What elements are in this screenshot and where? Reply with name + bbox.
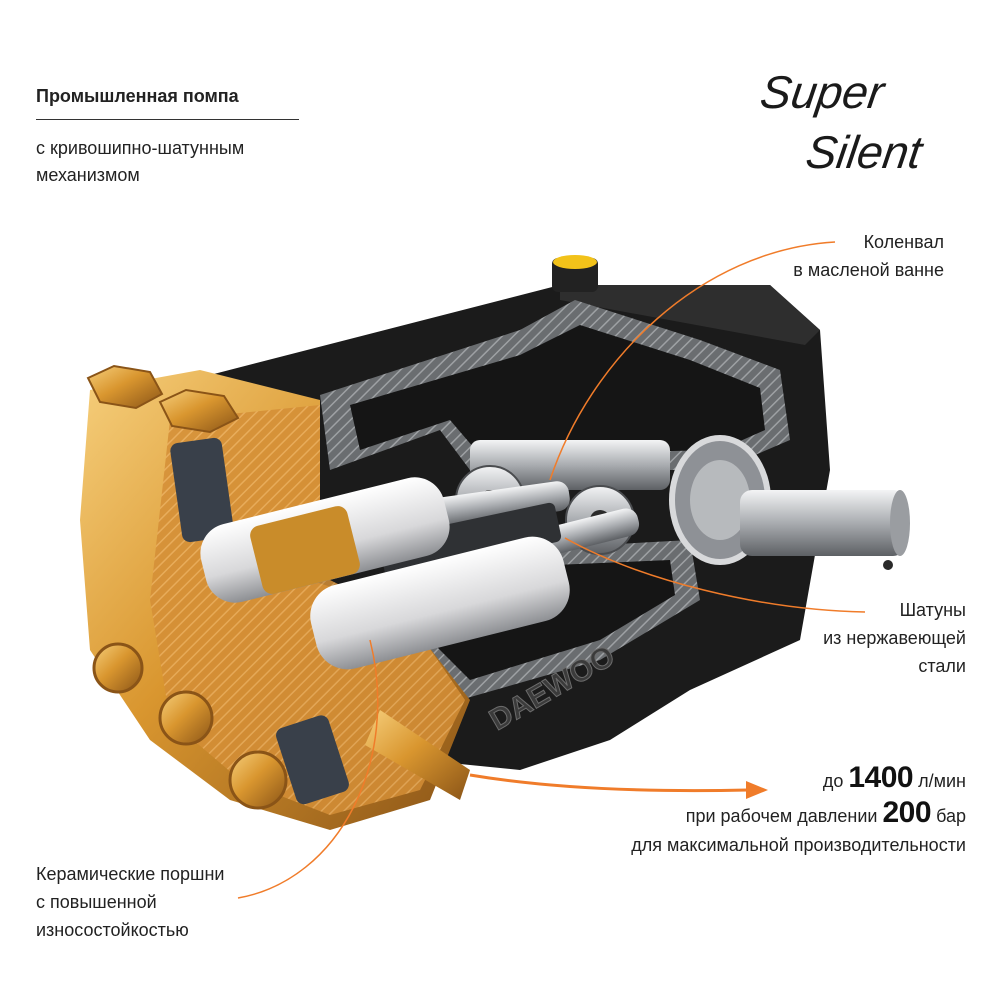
rods-callout-line bbox=[564, 537, 866, 613]
title-divider bbox=[36, 119, 299, 120]
callout-rods: Шатуны из нержавеющей стали bbox=[823, 596, 966, 680]
spec-pressure: при рабочем давлении 200 бар bbox=[631, 797, 966, 832]
plug-3 bbox=[228, 750, 288, 810]
piston-seal bbox=[250, 506, 360, 594]
outlet-nozzle bbox=[365, 710, 470, 800]
spec-pressure-unit: бар bbox=[936, 806, 966, 826]
oil-cap-indicator bbox=[553, 255, 597, 269]
callout-crankshaft: Коленвал в масленой ванне bbox=[793, 228, 944, 284]
page-subtitle: с кривошипно-шатунным механизмом bbox=[36, 135, 336, 189]
flow-arrow bbox=[469, 773, 768, 799]
callout-rods-line-1: Шатуны bbox=[899, 600, 966, 620]
plug-1 bbox=[92, 642, 144, 694]
super-silent-logo: Super Silent bbox=[758, 66, 927, 178]
callout-pistons-line-1: Керамические поршни bbox=[36, 864, 225, 884]
subtitle-line-2: механизмом bbox=[36, 165, 140, 185]
subtitle-line-1: с кривошипно-шатунным bbox=[36, 138, 245, 158]
pistons-callout-line bbox=[237, 639, 379, 899]
specs-block: до 1400 л/мин при рабочем давлении 200 б… bbox=[631, 762, 966, 858]
top-fitting-2 bbox=[158, 388, 240, 434]
brass-manifold bbox=[80, 364, 470, 830]
ceramic-pistons bbox=[200, 477, 570, 670]
top-fitting-1 bbox=[86, 364, 164, 410]
output-shaft bbox=[740, 490, 905, 556]
valve-bottom bbox=[276, 715, 349, 805]
spec-purpose: для максимальной производительности bbox=[631, 835, 966, 855]
spec-flow-value: 1400 bbox=[848, 761, 914, 794]
flow-arrow-head bbox=[746, 781, 768, 799]
spec-pressure-value: 200 bbox=[882, 796, 932, 829]
callout-rods-line-3: стали bbox=[918, 656, 966, 676]
crankshaft-callout-line bbox=[549, 241, 836, 481]
plug-2 bbox=[158, 690, 214, 746]
callout-pistons-line-2: с повышенной bbox=[36, 892, 157, 912]
spec-flow-prefix: до bbox=[822, 771, 844, 791]
super-silent-line-2: Silent bbox=[803, 126, 927, 178]
crankcase-cutaway bbox=[320, 300, 790, 700]
super-silent-line-1: Super bbox=[758, 66, 889, 118]
callout-crankshaft-line-2: в масленой ванне bbox=[793, 260, 944, 280]
callout-pistons: Керамические поршни с повышенной износос… bbox=[36, 860, 224, 944]
page-title: Промышленная помпа bbox=[36, 86, 239, 106]
callout-crankshaft-line-1: Коленвал bbox=[863, 232, 944, 252]
spec-flow: до 1400 л/мин bbox=[631, 762, 966, 797]
piston-2 bbox=[310, 536, 570, 670]
spec-pressure-prefix: при рабочем давлении bbox=[685, 806, 878, 826]
callout-lines bbox=[237, 241, 866, 899]
valve-top bbox=[170, 437, 234, 543]
callout-rods-line-2: из нержавеющей bbox=[823, 628, 966, 648]
spec-flow-unit: л/мин bbox=[918, 771, 966, 791]
callout-pistons-line-3: износостойкостью bbox=[36, 920, 189, 940]
